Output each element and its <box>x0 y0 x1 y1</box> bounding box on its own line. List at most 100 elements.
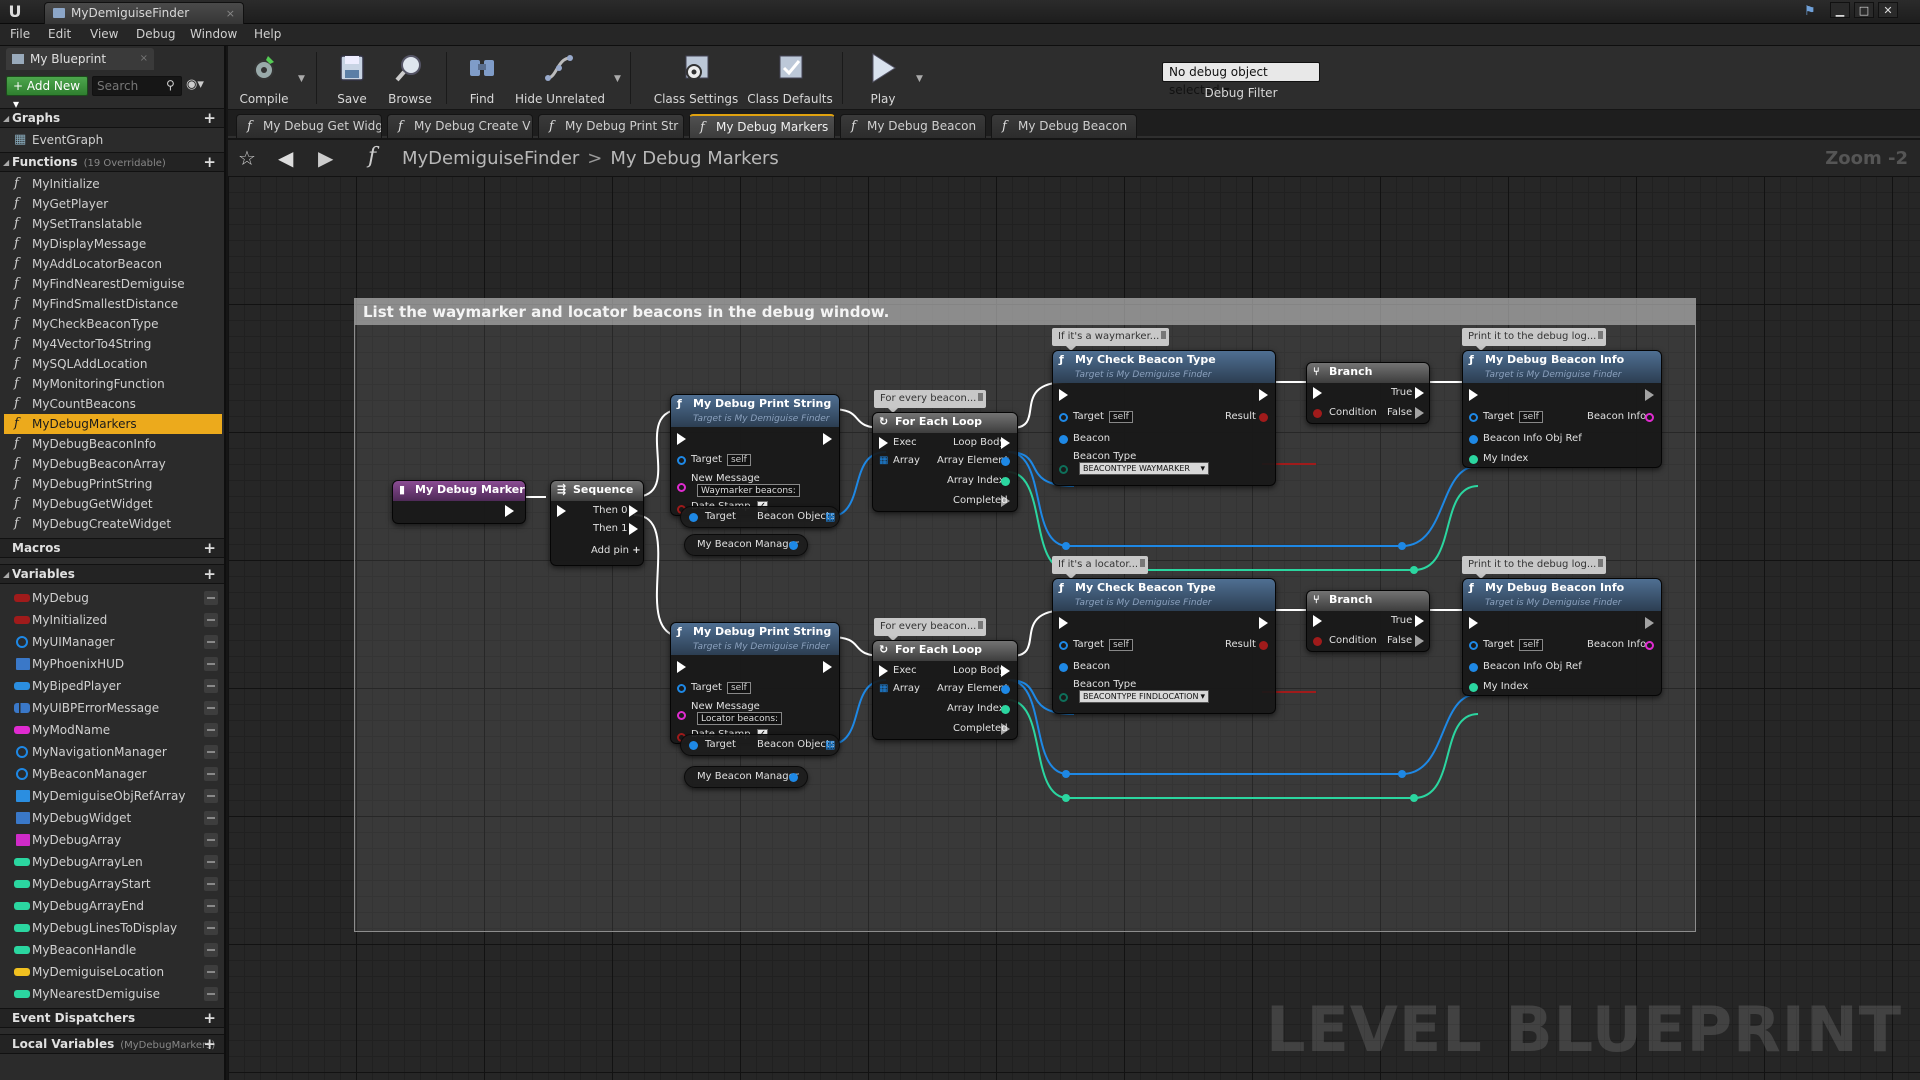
variable-visibility-icon[interactable] <box>204 855 218 869</box>
beacon-info-pin[interactable] <box>1645 413 1654 422</box>
breadcrumb-function[interactable]: My Debug Markers <box>610 148 779 169</box>
add-macro-button[interactable]: + <box>203 539 216 557</box>
variable-item[interactable]: MyNavigationManager <box>4 742 222 762</box>
target-pin[interactable] <box>1469 413 1478 422</box>
add-variable-button[interactable]: + <box>203 565 216 583</box>
target-pin[interactable] <box>677 684 686 693</box>
target-in-pin[interactable] <box>689 513 698 522</box>
compile-options-dropdown[interactable]: ▼ <box>298 74 305 84</box>
menu-edit[interactable]: Edit <box>48 27 72 41</box>
new-message-pin[interactable] <box>677 483 686 492</box>
my-index-pin[interactable] <box>1469 683 1478 692</box>
completed-pin[interactable] <box>1001 723 1010 735</box>
variable-visibility-icon[interactable] <box>204 767 218 781</box>
maximize-button[interactable]: □ <box>1854 2 1874 18</box>
find-button[interactable]: Find <box>454 48 510 108</box>
false-pin[interactable] <box>1415 407 1424 419</box>
play-options-dropdown[interactable]: ▼ <box>916 74 923 84</box>
variable-visibility-icon[interactable] <box>204 943 218 957</box>
variable-visibility-icon[interactable] <box>204 987 218 1001</box>
beacon-info-obj-ref-pin[interactable] <box>1469 435 1478 444</box>
exec-in-pin[interactable] <box>1313 387 1322 399</box>
functions-section-header[interactable]: ◢ Functions(19 Overridable) + <box>0 152 224 172</box>
exec-out-pin[interactable] <box>823 433 832 445</box>
condition-pin[interactable] <box>1313 637 1322 646</box>
compile-button[interactable]: Compile <box>236 48 292 108</box>
document-tab[interactable]: MyDemiguiseFinder × <box>44 2 244 24</box>
variable-visibility-icon[interactable] <box>204 657 218 671</box>
exec-in-pin[interactable] <box>1469 389 1478 401</box>
variable-item[interactable]: MyDemiguiseObjRefArray <box>4 786 222 806</box>
loop-body-pin[interactable] <box>1001 665 1010 677</box>
target-pin[interactable] <box>1059 641 1068 650</box>
add-new-button[interactable]: + Add New ▾ <box>6 76 88 111</box>
graph-canvas[interactable]: List the waymarker and locator beacons i… <box>228 176 1920 1080</box>
exec-in-pin[interactable] <box>557 505 566 517</box>
message-input[interactable]: Waymarker beacons: <box>697 484 800 497</box>
comment-bubble[interactable]: Print it to the debug log... <box>1462 328 1607 351</box>
variable-item[interactable]: MyModName <box>4 720 222 740</box>
array-pin-icon[interactable]: ▦ <box>879 683 889 694</box>
breadcrumb-blueprint[interactable]: MyDemiguiseFinder <box>402 148 580 169</box>
variable-visibility-icon[interactable] <box>204 921 218 935</box>
menu-window[interactable]: Window <box>190 27 238 41</box>
graphs-section-header[interactable]: ◢ Graphs + <box>0 108 224 128</box>
sequence-node[interactable]: ⇶Sequence Then 0 Then 1 Add pin + <box>550 480 644 566</box>
close-tab-icon[interactable]: × <box>225 7 235 20</box>
variable-item[interactable]: MyDebugArrayStart <box>4 874 222 894</box>
variable-visibility-icon[interactable] <box>204 877 218 891</box>
pin-comment-icon[interactable] <box>978 393 984 401</box>
beacon-type-select[interactable]: BEACONTYPE WAYMARKER <box>1079 462 1209 475</box>
pin-comment-icon[interactable] <box>1598 559 1604 567</box>
variables-section-header[interactable]: ◢ Variables + <box>0 564 224 584</box>
beacon-type-pin[interactable] <box>1059 693 1068 702</box>
exec-out-pin[interactable] <box>505 505 514 517</box>
new-message-pin[interactable] <box>677 711 686 720</box>
variable-item[interactable]: MyNearestDemiguise <box>4 984 222 1004</box>
notification-icon[interactable]: ⚑ <box>1804 4 1816 19</box>
beacon-type-select[interactable]: BEACONTYPE FINDLOCATION <box>1079 690 1209 703</box>
array-index-pin[interactable] <box>1001 705 1010 714</box>
then1-pin[interactable] <box>629 523 638 535</box>
menu-help[interactable]: Help <box>254 27 282 41</box>
false-pin[interactable] <box>1415 635 1424 647</box>
exec-out-pin[interactable] <box>1645 389 1654 401</box>
variable-visibility-icon[interactable] <box>204 833 218 847</box>
pin-comment-icon[interactable] <box>1598 331 1604 339</box>
comment-bubble[interactable]: If it's a locator... <box>1052 556 1149 579</box>
variable-item[interactable]: MyBeaconHandle <box>4 940 222 960</box>
beacon-manager-out-pin[interactable] <box>789 541 798 550</box>
array-pin-icon[interactable]: ▦ <box>825 510 836 523</box>
array-element-pin[interactable] <box>1001 685 1010 694</box>
debug-object-select[interactable]: No debug object selected ▾ <box>1162 62 1320 97</box>
search-input[interactable]: Search <box>92 76 182 96</box>
pin-comment-icon[interactable] <box>1161 331 1167 339</box>
function-entry-node[interactable]: ▮My Debug Markers <box>392 480 526 524</box>
target-pin[interactable] <box>677 456 686 465</box>
beacon-manager-node[interactable]: My Beacon Manager <box>684 534 808 556</box>
beacon-pin[interactable] <box>1059 663 1068 672</box>
event-dispatchers-section-header[interactable]: Event Dispatchers + <box>0 1008 224 1028</box>
exec-out-pin[interactable] <box>1259 617 1268 629</box>
